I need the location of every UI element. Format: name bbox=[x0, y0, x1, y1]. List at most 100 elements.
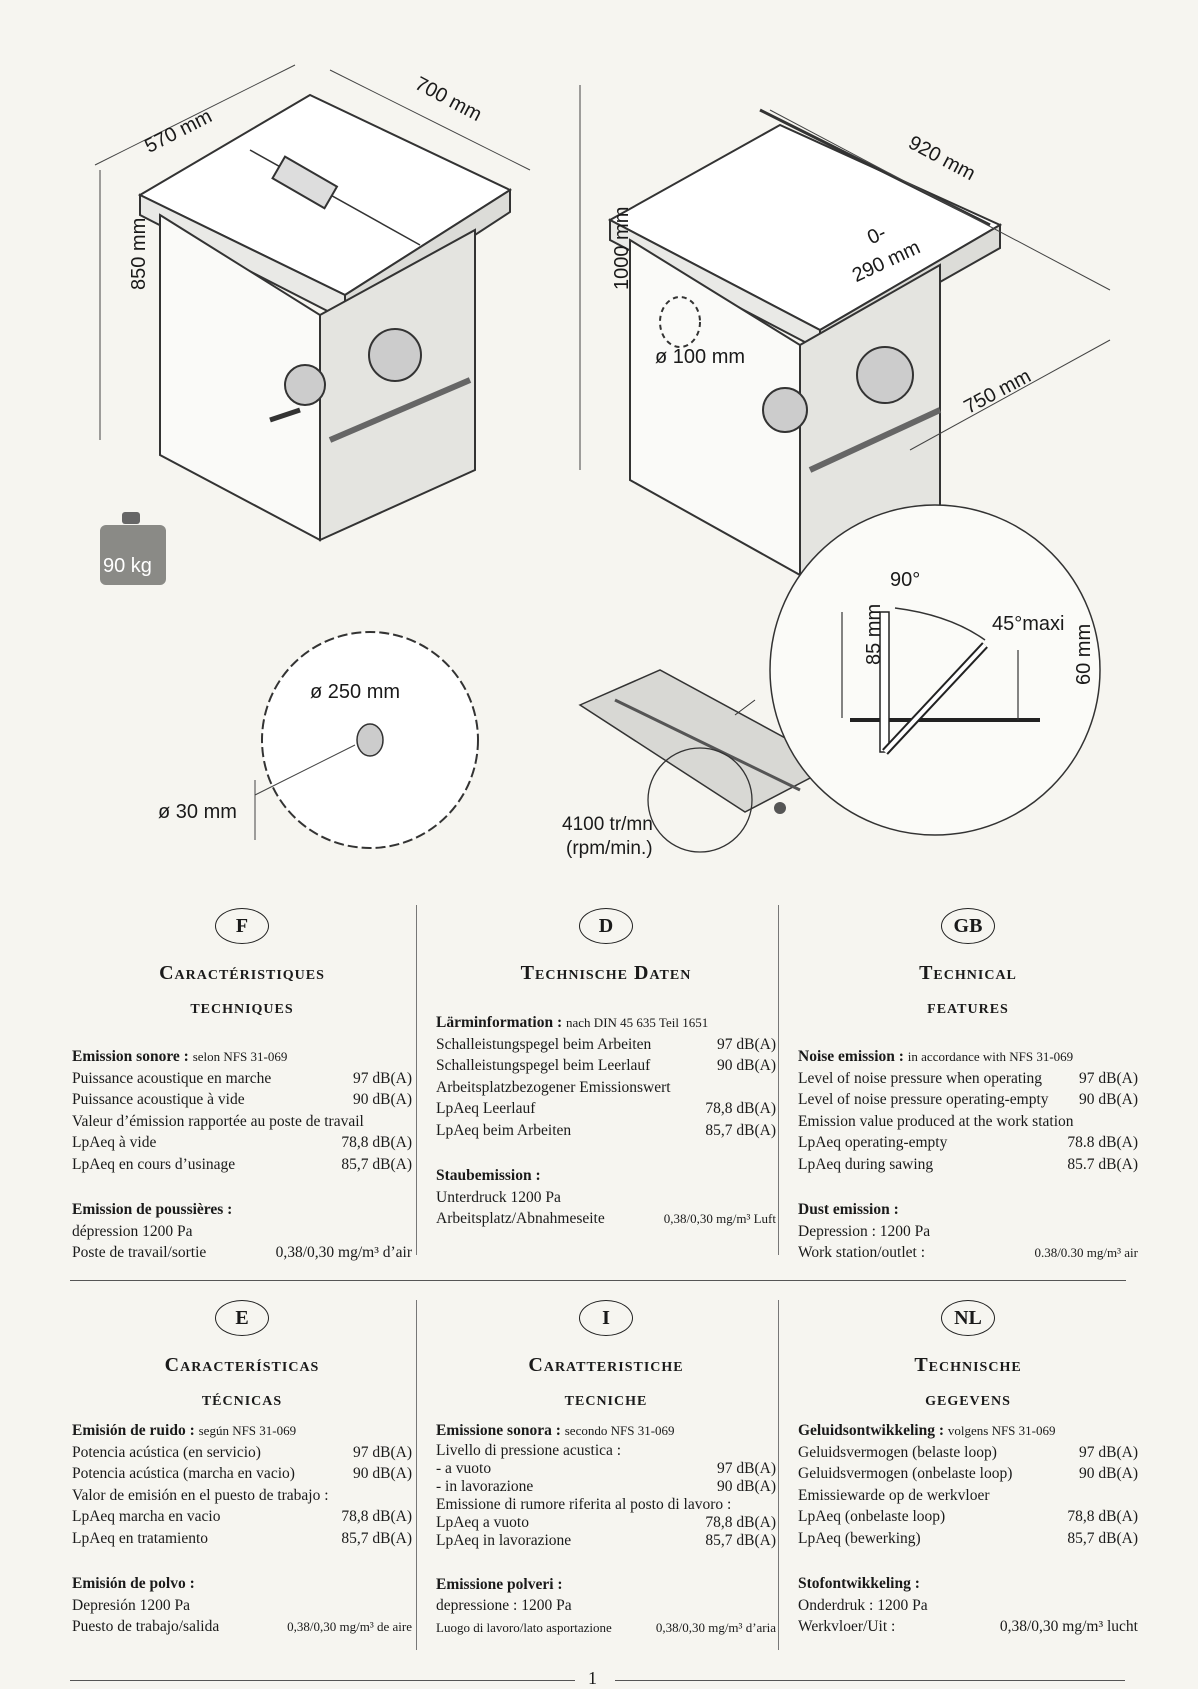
dust-line-1: Unterdruck 1200 Pa bbox=[436, 1188, 561, 1206]
spec-row: Geluidsvermogen (onbelaste loop) 90 dB(A) bbox=[798, 1463, 1138, 1485]
spec-label: Geluidsvermogen (onbelaste loop) bbox=[798, 1465, 1013, 1482]
spec-row: Livello di pressione acustica : bbox=[436, 1442, 776, 1460]
noise-heading: Noise emission : in accordance with NFS … bbox=[798, 1048, 1074, 1065]
cut-60-label: 60 mm bbox=[1073, 624, 1095, 685]
dust-line-1: Onderdruk : 1200 Pa bbox=[798, 1596, 928, 1614]
spec-row: LpAeq Leerlauf 78,8 dB(A) bbox=[436, 1098, 776, 1120]
column-de: D Technische Daten Lärminformation : nac… bbox=[436, 908, 776, 1230]
spec-label: Puissance acoustique en marche bbox=[72, 1069, 272, 1087]
spec-value: 78,8 dB(A) bbox=[341, 1134, 412, 1151]
blade-diameter-label: ø 250 mm bbox=[310, 681, 400, 703]
spec-value: 78,8 dB(A) bbox=[705, 1100, 776, 1117]
dim-port-label: ø 100 mm bbox=[655, 346, 745, 368]
dust-line-1: depressione : 1200 Pa bbox=[436, 1597, 572, 1614]
technical-diagram: 570 mm 700 mm 850 mm 90 kg 920 mm 0- 290… bbox=[94, 64, 1111, 859]
spec-label: - a vuoto bbox=[436, 1459, 492, 1477]
dust-heading: Staubemission : bbox=[436, 1167, 541, 1184]
spec-value: 90 dB(A) bbox=[1079, 1091, 1138, 1108]
dimension-lines-right bbox=[579, 85, 1111, 470]
noise-heading: Emission sonore : selon NFS 31-069 bbox=[72, 1048, 288, 1065]
noise-heading: Emisión de ruido : según NFS 31-069 bbox=[72, 1422, 297, 1439]
spec-label: LpAeq beim Arbeiten bbox=[436, 1121, 572, 1139]
spec-label: LpAeq marcha en vacio bbox=[72, 1508, 221, 1525]
spec-label: Puissance acoustique à vide bbox=[72, 1091, 245, 1108]
dust-heading: Stofontwikkeling : bbox=[798, 1575, 920, 1592]
dust-line-2: Work station/outlet :0.38/0.30 mg/m³ air bbox=[798, 1244, 1138, 1261]
dust-line-1: Depression : 1200 Pa bbox=[798, 1222, 931, 1240]
angle-90-label: 90° bbox=[890, 569, 920, 591]
spec-row: LpAeq (bewerking)85,7 dB(A) bbox=[798, 1528, 1138, 1550]
spec-value: 90 dB(A) bbox=[353, 1091, 412, 1108]
dim-920-label: 920 mm bbox=[905, 132, 979, 185]
dust-heading: Dust emission : bbox=[798, 1201, 899, 1218]
dust-line-1: dépression 1200 Pa bbox=[72, 1222, 193, 1240]
spec-row: Geluidsvermogen (belaste loop)97 dB(A) bbox=[798, 1442, 1138, 1464]
divider-v4 bbox=[778, 1300, 779, 1650]
dust-line-2: Werkvloer/Uit :0,38/0,30 mg/m³ lucht bbox=[798, 1618, 1138, 1635]
dimension-lines-left bbox=[94, 64, 531, 440]
spec-value: 78,8 dB(A) bbox=[1067, 1508, 1138, 1525]
lang-badge-de: D bbox=[579, 908, 633, 944]
spec-value: 85,7 dB(A) bbox=[1067, 1529, 1138, 1547]
spec-label: Schalleistungspegel beim Arbeiten bbox=[436, 1035, 652, 1053]
spec-value: 97 dB(A) bbox=[717, 1035, 776, 1053]
spec-row: LpAeq a vuoto 78,8 dB(A) bbox=[436, 1514, 776, 1532]
spec-value: 85,7 dB(A) bbox=[341, 1155, 412, 1173]
speed-label-b: (rpm/min.) bbox=[566, 838, 653, 859]
spec-value: 90 dB(A) bbox=[1079, 1465, 1138, 1482]
spec-label: Emissiewarde op de werkvloer bbox=[798, 1486, 990, 1504]
divider-v1 bbox=[416, 905, 417, 1255]
spec-row: Potencia acústica (en servicio) 97 dB(A) bbox=[72, 1442, 412, 1464]
dust-heading: Emisión de polvo : bbox=[72, 1575, 195, 1592]
dust-heading: Emissione polveri : bbox=[436, 1575, 563, 1593]
noise-rows: Schalleistungspegel beim Arbeiten 97 dB(A… bbox=[436, 1034, 776, 1142]
tilt-angle-detail bbox=[734, 504, 1101, 836]
weight-icon bbox=[100, 512, 166, 585]
spec-label: Emissione di rumore riferita al posto di… bbox=[436, 1495, 732, 1513]
spec-label: LpAeq a vuoto bbox=[436, 1513, 529, 1531]
spec-row: Puissance acoustique à vide 90 dB(A) bbox=[72, 1089, 412, 1111]
noise-rows: Geluidsvermogen (belaste loop)97 dB(A)Ge… bbox=[798, 1442, 1138, 1550]
spec-row: Valor de emisión en el puesto de trabajo… bbox=[72, 1485, 412, 1507]
spec-value: 97 dB(A) bbox=[353, 1443, 412, 1461]
spec-label: LpAeq en cours d’usinage bbox=[72, 1155, 236, 1173]
spec-row: Emission value produced at the work stat… bbox=[798, 1111, 1138, 1133]
spec-row: Valeur d’émission rapportée au poste de … bbox=[72, 1111, 412, 1133]
spec-label: LpAeq in lavorazione bbox=[436, 1531, 572, 1549]
spec-label: Level of noise pressure when operating bbox=[798, 1069, 1043, 1087]
spec-label: Emission value produced at the work stat… bbox=[798, 1112, 1074, 1130]
dim-750-label: 750 mm bbox=[961, 365, 1035, 418]
spec-label: Schalleistungspegel beim Leerlauf bbox=[436, 1057, 651, 1074]
noise-heading: Lärminformation : nach DIN 45 635 Teil 1… bbox=[436, 1014, 709, 1031]
divider-h bbox=[70, 1280, 1126, 1281]
spec-row: Emissiewarde op de werkvloer bbox=[798, 1485, 1138, 1507]
spec-label: Arbeitsplatzbezogener Emissionswert bbox=[436, 1078, 671, 1096]
spec-label: LpAeq à vide bbox=[72, 1134, 157, 1151]
speed-label-a: 4100 tr/mn bbox=[562, 814, 653, 835]
spec-label: Livello di pressione acustica : bbox=[436, 1441, 622, 1459]
lang-badge-it: I bbox=[579, 1300, 633, 1336]
spec-label: LpAeq Leerlauf bbox=[436, 1100, 536, 1117]
spec-value: 78,8 dB(A) bbox=[705, 1513, 776, 1531]
lang-badge-es: E bbox=[215, 1300, 269, 1336]
spec-value: 90 dB(A) bbox=[353, 1465, 412, 1482]
spec-row: Emissione di rumore riferita al posto di… bbox=[436, 1496, 776, 1514]
spec-label: Potencia acústica (en servicio) bbox=[72, 1443, 261, 1461]
spec-row: Arbeitsplatzbezogener Emissionswert bbox=[436, 1077, 776, 1099]
dim-850-label: 850 mm bbox=[128, 218, 150, 290]
spec-row: LpAeq (onbelaste loop)78,8 dB(A) bbox=[798, 1506, 1138, 1528]
